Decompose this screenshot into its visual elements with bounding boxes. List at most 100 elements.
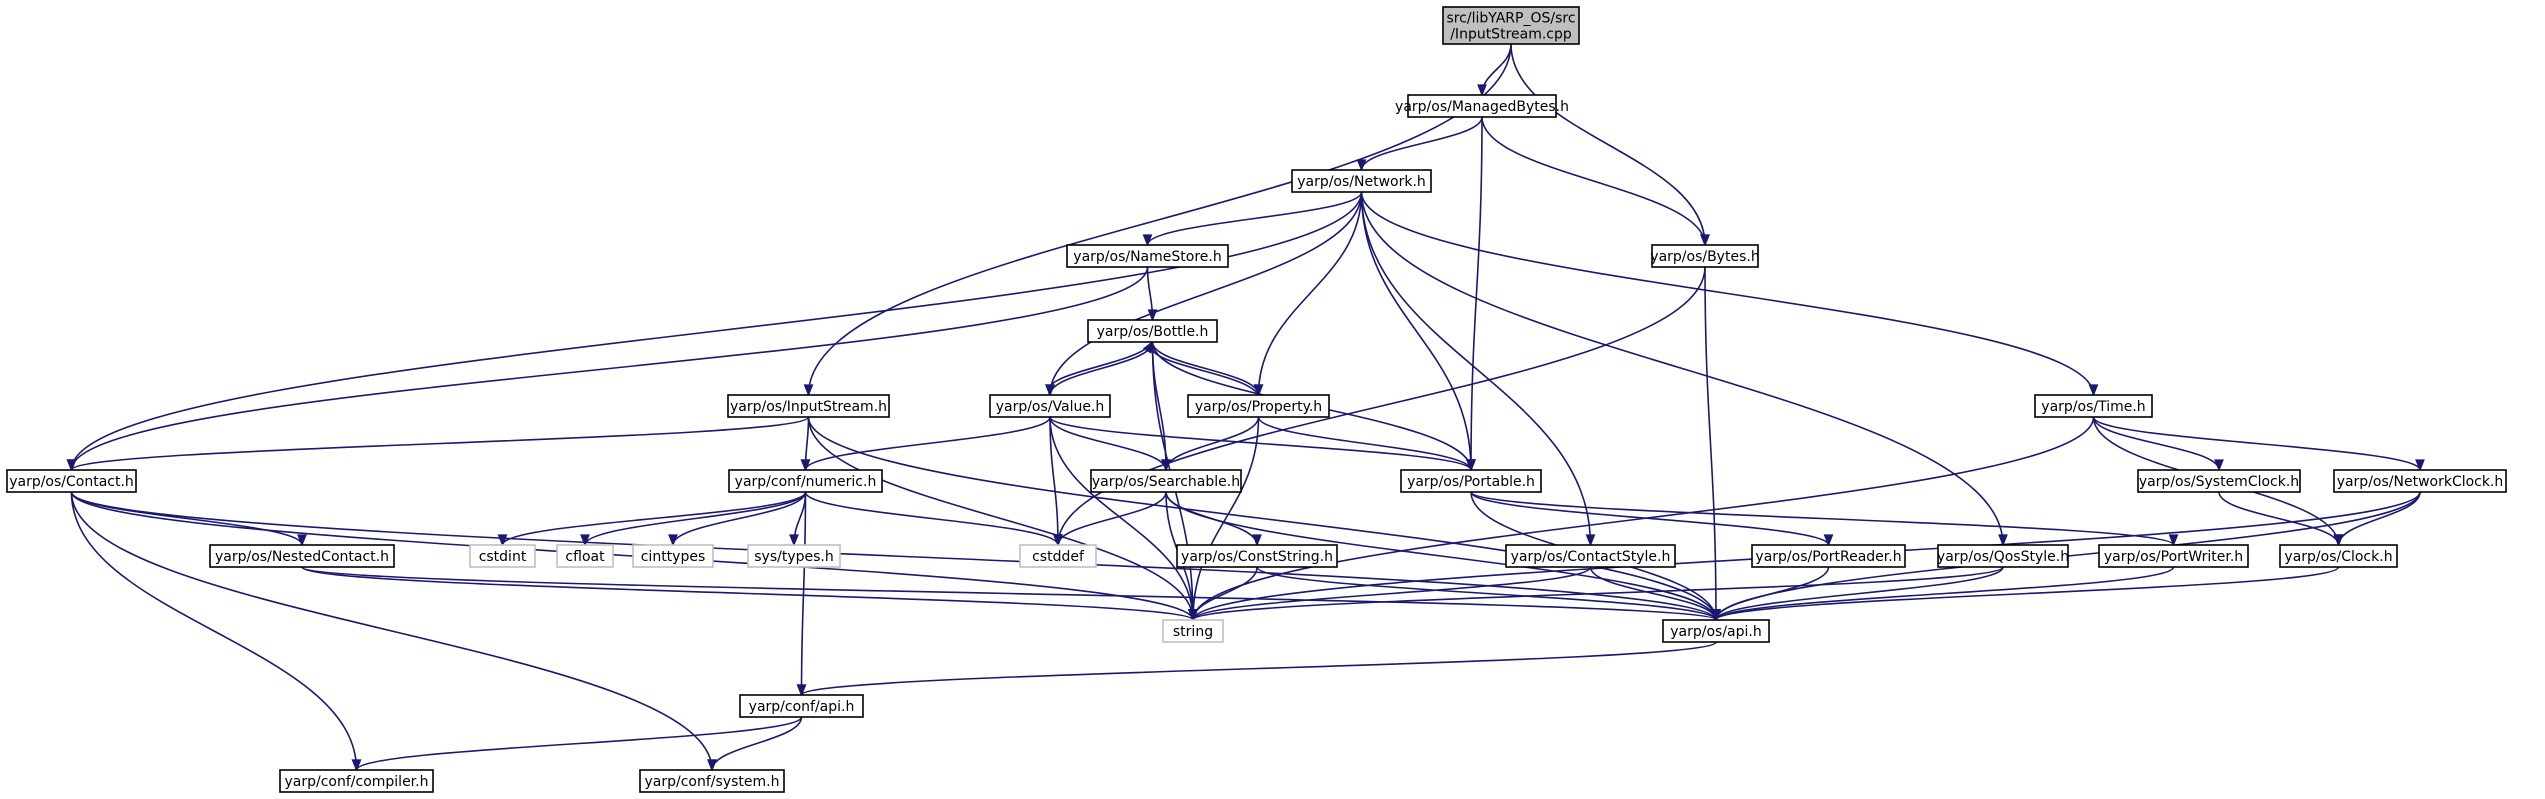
node-label-portable: yarp/os/Portable.h [1407,474,1535,490]
node-clock[interactable]: yarp/os/Clock.h [2279,544,2398,568]
node-portable[interactable]: yarp/os/Portable.h [1400,469,1542,493]
arrowhead-managedbytes-to-bytes [1700,234,1710,247]
edge-osapi-to-confapi [800,641,1717,696]
node-time[interactable]: yarp/os/Time.h [2034,394,2153,418]
node-networkclock[interactable]: yarp/os/NetworkClock.h [2333,469,2507,493]
node-portreader[interactable]: yarp/os/PortReader.h [1751,544,1906,568]
node-confapi[interactable]: yarp/conf/api.h [739,694,864,718]
node-system[interactable]: yarp/conf/system.h [639,769,785,793]
node-label-portreader: yarp/os/PortReader.h [1755,549,1901,565]
edge-portable-to-portreader [1470,491,1830,546]
node-box-searchable [1090,469,1242,493]
node-label-value: yarp/os/Value.h [996,399,1105,415]
node-contact[interactable]: yarp/os/Contact.h [6,469,137,493]
node-label-inputstream: yarp/os/InputStream.h [730,399,887,415]
node-label-contact: yarp/os/Contact.h [9,474,134,490]
arrowhead-confapi-to-system [707,759,717,772]
node-label-systemclock: yarp/os/SystemClock.h [2139,474,2299,490]
node-label-time: yarp/os/Time.h [2041,399,2145,415]
edge-property-to-bottle [1150,341,1260,396]
edge-network-to-property [1257,191,1363,396]
edge-time-to-networkclock [2092,416,2421,471]
arrowhead-namestore-to-bottle [1147,309,1158,322]
node-property[interactable]: yarp/os/Property.h [1187,394,1330,418]
arrowhead-portable-to-portreader [1823,534,1834,547]
node-value[interactable]: yarp/os/Value.h [989,394,1111,418]
nodes-layer: src/libYARP_OS/src/InputStream.cpp yarp/o… [6,6,2507,793]
node-label-searchable: yarp/os/Searchable.h [1092,474,1240,490]
node-box-contactstyle [1505,544,1676,568]
node-box-root [1442,6,1580,45]
arrowhead-property-to-portable [1466,459,1476,472]
node-managedbytes[interactable]: yarp/os/ManagedBytes.h [1395,94,1569,118]
node-box-namestore [1066,244,1229,268]
edge-root-to-bytes [1510,43,1706,246]
node-systemclock[interactable]: yarp/os/SystemClock.h [2137,469,2301,493]
node-compiler[interactable]: yarp/conf/compiler.h [279,769,434,793]
arrowhead-searchable-to-conststring [1252,534,1262,547]
arrowhead-confapi-to-compiler [351,759,362,772]
arrowhead-property-to-bottle [1142,340,1154,354]
arrowhead-numeric-to-cinttypes [668,534,678,547]
node-portwriter[interactable]: yarp/os/PortWriter.h [2098,544,2249,568]
node-box-network [1291,169,1432,193]
node-box-contact [6,469,137,493]
edge-property-to-string [1192,416,1260,621]
node-network[interactable]: yarp/os/Network.h [1291,169,1432,193]
node-qosstyle[interactable]: yarp/os/QosStyle.h [1937,544,2069,568]
edge-network-to-contact [70,191,1363,471]
node-osapi[interactable]: yarp/os/api.h [1662,619,1770,643]
edge-bottle-to-value [1049,341,1154,396]
arrowhead-managedbytes-to-network [1356,159,1367,172]
node-box-confapi [739,694,864,718]
edge-portwriter-to-osapi [1715,566,2175,621]
arrowhead-contact-to-nestedcontact [297,534,307,547]
edge-network-to-qosstyle [1360,191,2004,546]
edge-value-to-string [1049,416,1194,621]
arrowhead-property-to-searchable [1161,459,1171,472]
arrowhead-numeric-to-cstdint [497,534,508,547]
node-cstdint: cstdint [469,544,536,568]
node-root[interactable]: src/libYARP_OS/src/InputStream.cpp [1442,6,1580,45]
edge-root-to-managedbytes [1481,43,1512,96]
edge-confapi-to-system [711,716,803,771]
node-label-nestedcontact: yarp/os/NestedContact.h [215,549,389,565]
node-label-contactstyle: yarp/os/ContactStyle.h [1511,549,1671,565]
edge-network-to-portable [1360,191,1472,471]
edge-network-to-time [1360,191,2095,396]
node-box-compiler [279,769,434,793]
node-string: string [1162,619,1224,643]
edge-value-to-numeric [804,416,1051,471]
edge-time-to-systemclock [2092,416,2220,471]
edge-network-to-namestore [1146,191,1363,246]
arrowhead-searchable-to-cstddef [1053,534,1063,547]
node-label-system: yarp/conf/system.h [645,774,780,790]
node-bottle[interactable]: yarp/os/Bottle.h [1087,319,1218,343]
node-label-clock: yarp/os/Clock.h [2284,549,2392,565]
edge-contact-to-system [70,491,713,771]
node-box-portwriter [2098,544,2249,568]
node-label-cstddef: cstddef [1032,549,1085,565]
node-conststring[interactable]: yarp/os/ConstString.h [1176,544,1338,568]
node-label-numeric: yarp/conf/numeric.h [735,474,877,490]
edge-contact-to-osapi [70,491,1717,621]
arrowhead-time-to-systemclock [2214,459,2224,472]
edge-value-to-portable [1049,416,1472,471]
arrowhead-root-to-managedbytes [1477,84,1487,97]
node-numeric[interactable]: yarp/conf/numeric.h [728,469,883,493]
node-namestore[interactable]: yarp/os/NameStore.h [1066,244,1229,268]
node-inputstream[interactable]: yarp/os/InputStream.h [727,394,890,418]
node-box-system [639,769,785,793]
arrowhead-network-to-namestore [1142,234,1153,247]
arrowhead-osapi-to-confapi [796,684,807,697]
edge-contactstyle-to-string [1192,566,1592,621]
node-box-nestedcontact [209,544,395,568]
edge-networkclock-to-clock [2337,491,2421,546]
node-box-qosstyle [1937,544,2069,568]
edge-systemclock-to-clock [2218,491,2340,546]
node-label-cinttypes: cinttypes [641,549,706,565]
node-nestedcontact[interactable]: yarp/os/NestedContact.h [209,544,395,568]
node-bytes[interactable]: yarp/os/Bytes.h [1650,244,1760,268]
node-contactstyle[interactable]: yarp/os/ContactStyle.h [1505,544,1676,568]
node-searchable[interactable]: yarp/os/Searchable.h [1090,469,1242,493]
